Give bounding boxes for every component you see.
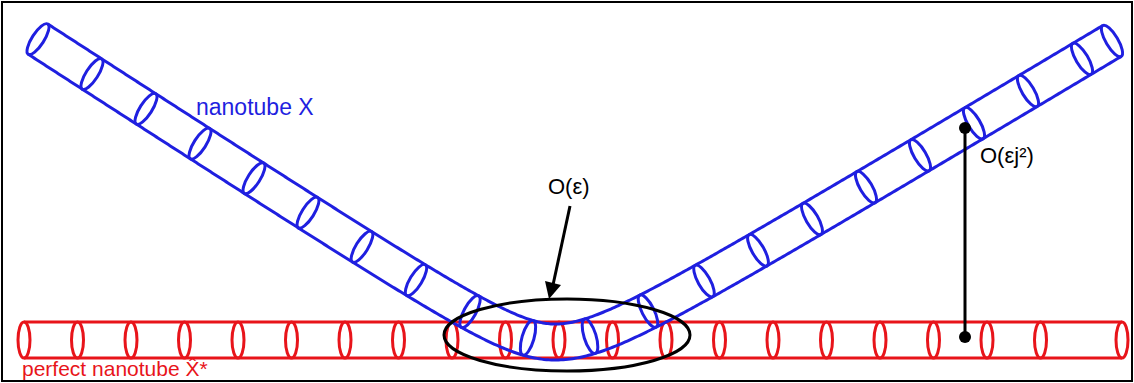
tube-ring (607, 322, 619, 358)
tube-ring (1116, 322, 1128, 358)
tube-ring (232, 322, 244, 358)
tube-ring (1014, 73, 1043, 110)
tube-ring (1035, 322, 1047, 358)
nanotube-x (23, 21, 1126, 360)
tube-label: nanotube X (196, 96, 314, 119)
order-label: O(εj²) (980, 145, 1034, 167)
end-dot (959, 122, 971, 134)
tube-ring (131, 90, 161, 127)
leader-line (553, 206, 570, 285)
tube-ring (553, 322, 565, 358)
tube-ring (981, 322, 993, 358)
tube-ring (874, 322, 886, 358)
tube-ring (767, 322, 779, 358)
callout (444, 206, 690, 371)
tube-ring (179, 322, 191, 358)
tube-ring (744, 232, 772, 269)
tube-ring (402, 262, 431, 299)
tube-ring (852, 169, 881, 206)
tube-wall (48, 24, 1103, 324)
tube-ring (1068, 40, 1097, 77)
tube-ring (185, 125, 215, 162)
tube-ring (18, 322, 30, 358)
tube-ring (660, 322, 672, 358)
tube-ring (517, 319, 539, 357)
tube-label: perfect nanotube X̂* (22, 358, 208, 379)
tube-ring (906, 137, 935, 174)
order-label: O(ε) (548, 176, 590, 198)
tube-ring (125, 322, 137, 358)
tube-ring (23, 21, 53, 58)
tube-ring (579, 317, 601, 355)
dimension-line (964, 128, 967, 337)
end-dot (959, 331, 971, 343)
tube-ring (714, 322, 726, 358)
tube-ring (393, 322, 405, 358)
tube-ring (77, 56, 107, 93)
tube-ring (690, 262, 718, 299)
tube-ring (286, 322, 298, 358)
tube-ring (798, 200, 827, 237)
tube-ring (928, 322, 940, 358)
tube-ring (339, 322, 351, 358)
tube-ring (347, 228, 376, 265)
perfect-nanotube (18, 322, 1128, 358)
arrowhead (545, 281, 561, 299)
region-ellipse (444, 299, 690, 371)
tube-ring (500, 322, 512, 358)
distance-marker (959, 122, 971, 343)
tube-ring (1098, 22, 1127, 59)
tube-ring (821, 322, 833, 358)
tube-ring (239, 160, 269, 197)
tube-wall (28, 54, 1121, 360)
tube-ring (293, 194, 322, 231)
tube-ring (72, 322, 84, 358)
